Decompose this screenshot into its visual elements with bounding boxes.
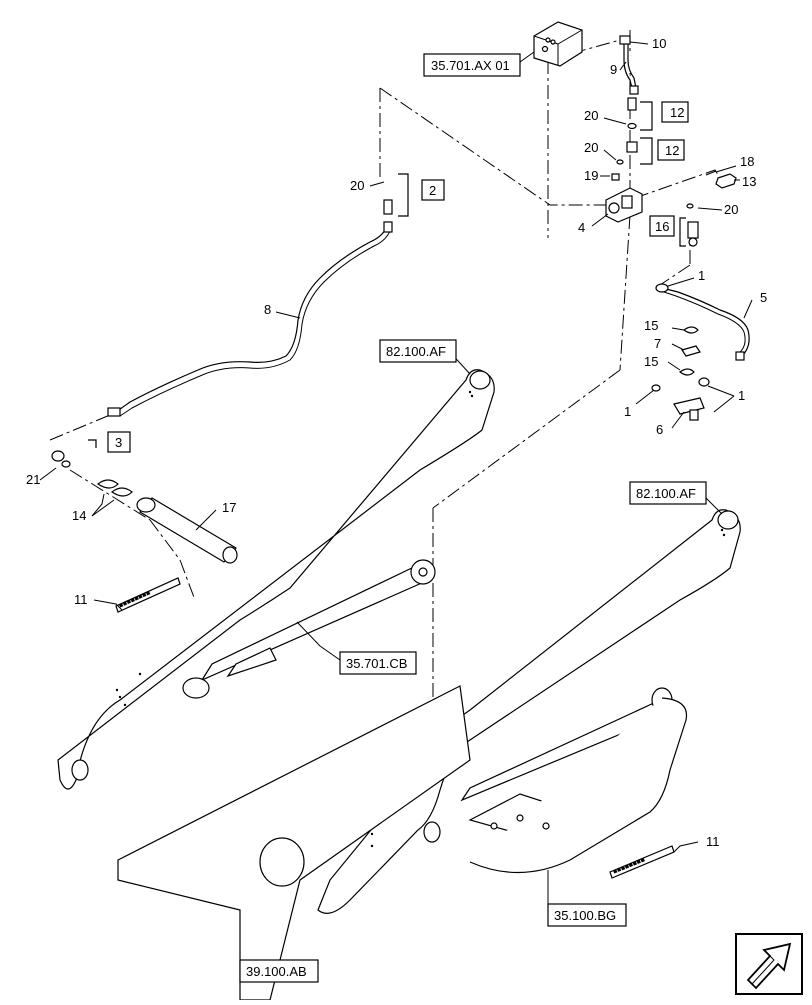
clamps (678, 326, 701, 376)
decal-text-left: ■■■■■■■■ (118, 590, 152, 610)
callout-1: 1 (698, 268, 705, 283)
svg-text:12: 12 (670, 105, 684, 120)
direction-arrow-icon[interactable] (735, 933, 803, 995)
callout-20: 20 (724, 202, 738, 217)
callout-10: 10 (652, 36, 666, 51)
hose-5 (655, 283, 750, 361)
ref-box-82-100-af-right[interactable]: 82.100.AF (629, 481, 707, 505)
ref-box-82-100-af-left[interactable]: 82.100.AF (379, 339, 457, 363)
callout-21: 21 (26, 472, 40, 487)
hose-8 (107, 199, 393, 417)
callout-11: 11 (74, 592, 88, 607)
bolt-parts (686, 170, 737, 209)
callout-numbers: 10 9 20 20 19 18 13 4 20 1 5 15 7 15 1 1… (26, 36, 767, 849)
ref-box-39-100-ab[interactable]: 39.100.AB (239, 959, 319, 983)
svg-text:82.100.AF: 82.100.AF (386, 344, 446, 359)
ref-box-35-701-ax01[interactable]: 35.701.AX 01 (423, 53, 521, 77)
svg-text:82.100.AF: 82.100.AF (636, 486, 696, 501)
callout-15: 15 (644, 318, 658, 333)
right-boom-arm (317, 509, 741, 914)
callout-15: 15 (644, 354, 658, 369)
callout-box-16: 16 (649, 215, 675, 237)
svg-text:3: 3 (115, 435, 122, 450)
pin-17 (136, 497, 238, 564)
callout-13: 13 (742, 174, 756, 189)
svg-text:35.701.CB: 35.701.CB (346, 656, 407, 671)
ref-box-35-100-bg[interactable]: 35.100.BG (547, 903, 627, 927)
callout-5: 5 (760, 290, 767, 305)
lift-cylinder-left (182, 559, 436, 699)
svg-text:12: 12 (665, 143, 679, 158)
callout-18: 18 (740, 154, 754, 169)
callout-19: 19 (584, 168, 598, 183)
callout-box-12: 12 (657, 139, 685, 161)
svg-text:2: 2 (429, 183, 436, 198)
group-brackets (88, 101, 686, 448)
callout-17: 17 (222, 500, 236, 515)
frame-bracket (468, 697, 688, 874)
svg-text:39.100.AB: 39.100.AB (246, 964, 307, 979)
callout-7: 7 (654, 336, 661, 351)
tube-lines (619, 35, 639, 111)
callout-box-3: 3 (107, 431, 131, 453)
callout-9: 9 (610, 62, 617, 77)
quick-coupler (605, 187, 643, 223)
valve-block (533, 21, 583, 67)
callout-4: 4 (578, 220, 585, 235)
left-boom-arm (57, 369, 495, 790)
callout-14: 14 (72, 508, 86, 523)
callout-20: 20 (350, 178, 364, 193)
callout-box-12: 12 (661, 101, 689, 123)
callout-20: 20 (584, 108, 598, 123)
small-parts (51, 450, 133, 497)
svg-text:16: 16 (655, 219, 669, 234)
fittings-stack (611, 122, 638, 181)
cross-reference-boxes: 35.701.AX 01 82.100.AF 82.100.AF 35.701.… (239, 53, 707, 983)
boxed-callouts: 12 12 16 2 3 (107, 101, 689, 453)
callout-1: 1 (624, 404, 631, 419)
callout-box-2: 2 (421, 179, 445, 201)
callout-6: 6 (656, 422, 663, 437)
ref-box-35-701-cb[interactable]: 35.701.CB (339, 651, 417, 675)
tee-fitting (651, 377, 710, 421)
callout-11: 11 (706, 834, 720, 849)
fitting-16 (687, 221, 699, 247)
callout-1: 1 (738, 388, 745, 403)
svg-text:35.701.AX 01: 35.701.AX 01 (431, 58, 510, 73)
callout-20: 20 (584, 140, 598, 155)
svg-text:35.100.BG: 35.100.BG (554, 908, 616, 923)
callout-8: 8 (264, 302, 271, 317)
base-plate (117, 685, 471, 1001)
